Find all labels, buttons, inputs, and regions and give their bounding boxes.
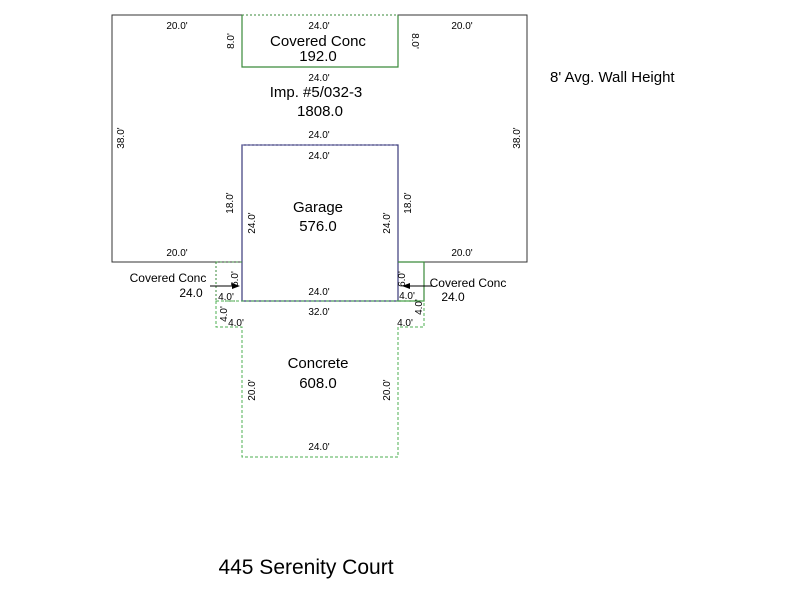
dim-concrete-bottom: 24.0': [308, 442, 329, 453]
dim-garage-right-inner: 24.0': [382, 212, 393, 233]
dim-covered-right-vert: 6.0': [397, 271, 408, 287]
dim-porch-left: 8.0': [226, 33, 237, 49]
covered-right-area: 24.0: [441, 290, 465, 304]
garage-area: 576.0: [299, 218, 337, 235]
dim-covered-left-horiz: 4.0': [218, 292, 234, 303]
dim-top-left: 20.0': [166, 21, 187, 32]
covered-top-area: 192.0: [299, 48, 337, 65]
dim-garage-left-inner: 24.0': [247, 212, 258, 233]
dim-garage-bottom: 24.0': [308, 287, 329, 298]
dim-concrete-right-step-horiz: 4.0': [397, 318, 413, 329]
dim-concrete-left: 20.0': [247, 379, 258, 400]
covered-right-label: Covered Conc: [430, 276, 507, 290]
covered-left-area: 24.0: [179, 286, 203, 300]
covered-top-label: Covered Conc: [270, 33, 366, 50]
dim-top-mid: 24.0': [308, 21, 329, 32]
dim-concrete-left-step-vert: 4.0': [219, 306, 230, 322]
covered-left-label: Covered Conc: [130, 271, 207, 285]
dim-concrete-right: 20.0': [382, 379, 393, 400]
dim-concrete-top: 32.0': [308, 307, 329, 318]
dim-main-above-garage: 24.0': [308, 130, 329, 141]
concrete-label: Concrete: [288, 355, 349, 372]
dim-covered-left-vert: 6.0': [230, 271, 241, 287]
main-label: Imp. #5/032-3: [270, 84, 363, 101]
wall-height-note: 8' Avg. Wall Height: [550, 69, 675, 86]
dim-concrete-right-step-vert: 4.0': [414, 299, 425, 315]
dim-covered-right-horiz: 4.0': [399, 291, 415, 302]
covered-porch-top-sides: [241, 15, 399, 68]
dim-main-right: 38.0': [512, 127, 523, 148]
dim-garage-right-outer: 18.0': [403, 192, 414, 213]
dim-concrete-left-step-horiz: 4.0': [228, 318, 244, 329]
dim-porch-bottom: 24.0': [308, 73, 329, 84]
property-address: 445 Serenity Court: [218, 556, 393, 579]
dim-main-left: 38.0': [116, 127, 127, 148]
garage-label: Garage: [293, 199, 343, 216]
concrete-outline: [215, 300, 425, 458]
dim-garage-top: 24.0': [308, 151, 329, 162]
dim-top-right: 20.0': [451, 21, 472, 32]
concrete-area: 608.0: [299, 375, 337, 392]
covered-right-arrowhead: [402, 283, 410, 289]
covered-left-arrowhead: [232, 283, 240, 289]
dim-bottom-left: 20.0': [166, 248, 187, 259]
dim-bottom-right: 20.0': [451, 248, 472, 259]
dim-porch-right: 8.0': [409, 33, 420, 49]
main-area: 1808.0: [297, 103, 343, 120]
dim-garage-left-outer: 18.0': [225, 192, 236, 213]
